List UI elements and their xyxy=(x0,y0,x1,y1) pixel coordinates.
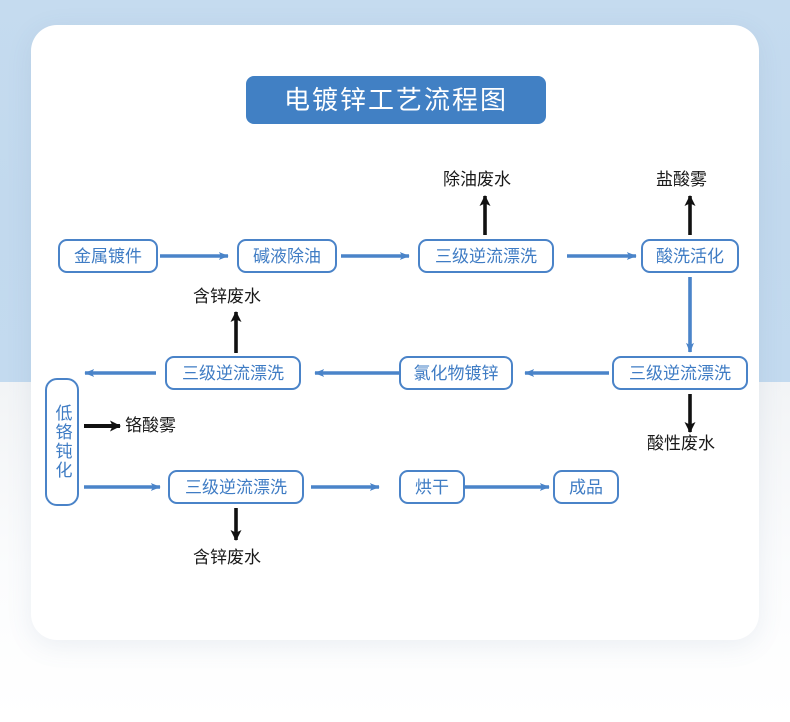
node-rinse-4[interactable]: 三级逆流漂洗 xyxy=(168,470,304,504)
label-chromic-acid-mist: 铬酸雾 xyxy=(125,416,176,435)
node-drying[interactable]: 烘干 xyxy=(399,470,465,504)
node-finished-product[interactable]: 成品 xyxy=(553,470,619,504)
node-low-chrome-passivation[interactable]: 低铬钝化 xyxy=(45,378,79,506)
label-degreasing-wastewater: 除油废水 xyxy=(443,170,511,189)
label-zinc-wastewater-top: 含锌废水 xyxy=(193,287,261,306)
label-acidic-wastewater: 酸性废水 xyxy=(647,434,715,453)
node-alkali-degrease[interactable]: 碱液除油 xyxy=(237,239,337,273)
node-rinse-3[interactable]: 三级逆流漂洗 xyxy=(165,356,301,390)
diagram-title-banner: 电镀锌工艺流程图 xyxy=(246,76,546,124)
node-zinc-chloride-plating[interactable]: 氯化物镀锌 xyxy=(399,356,513,390)
page-title: 电镀锌工艺流程图 xyxy=(283,85,508,115)
node-metal-part[interactable]: 金属镀件 xyxy=(58,239,158,273)
node-rinse-1[interactable]: 三级逆流漂洗 xyxy=(418,239,554,273)
flowchart-card xyxy=(31,25,759,640)
label-hydrochloric-acid-mist: 盐酸雾 xyxy=(656,170,707,189)
node-rinse-2[interactable]: 三级逆流漂洗 xyxy=(612,356,748,390)
node-acid-activation[interactable]: 酸洗活化 xyxy=(641,239,739,273)
label-zinc-wastewater-bottom: 含锌废水 xyxy=(193,548,261,567)
